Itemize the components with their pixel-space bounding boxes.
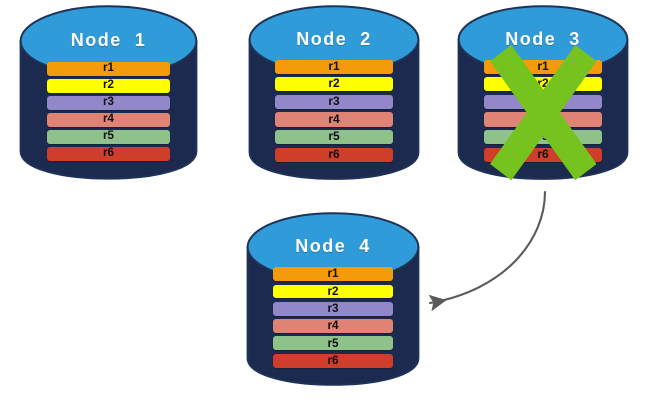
row-bar-r6[interactable]: r6 — [274, 147, 394, 162]
cylinder-top-cap — [19, 5, 198, 77]
row-bar-r5[interactable]: r5 — [272, 336, 394, 351]
cylinder-shape — [248, 5, 420, 180]
row-bar-r6[interactable]: r6 — [46, 147, 171, 161]
node-1-rows: r1 r2 r3 r4 r5 r6 — [19, 61, 198, 161]
arrow-path — [428, 190, 547, 312]
row-bar-r5[interactable]: r5 — [46, 130, 171, 144]
row-bar-r6[interactable]: r6 — [272, 353, 394, 368]
row-bar-r4[interactable]: r4 — [274, 112, 394, 127]
row-bar-r5[interactable]: r5 — [274, 130, 394, 145]
cylinder-body — [248, 38, 420, 180]
row-bar-r3[interactable]: r3 — [46, 96, 171, 110]
row-bar-r3[interactable]: r3 — [274, 94, 394, 109]
row-bar-r1[interactable]: r1 — [46, 61, 171, 76]
cylinder-shape — [246, 212, 420, 386]
row-bar-r2[interactable]: r2 — [272, 284, 394, 299]
row-bar-r3[interactable]: r3 — [272, 301, 394, 316]
cylinder-body — [246, 246, 420, 386]
row-bar-r4[interactable]: r4 — [272, 319, 394, 333]
row-bar-r4[interactable]: r4 — [46, 113, 171, 127]
row-bar-r1[interactable]: r1 — [274, 59, 394, 74]
row-bar-r1[interactable]: r1 — [272, 267, 394, 282]
row-bar-r2[interactable]: r2 — [46, 78, 171, 93]
node-4-rows: r1 r2 r3 r4 r5 r6 — [246, 267, 420, 368]
row-bar-r2[interactable]: r2 — [274, 77, 394, 92]
node-2-rows: r1 r2 r3 r4 r5 r6 — [248, 59, 420, 162]
